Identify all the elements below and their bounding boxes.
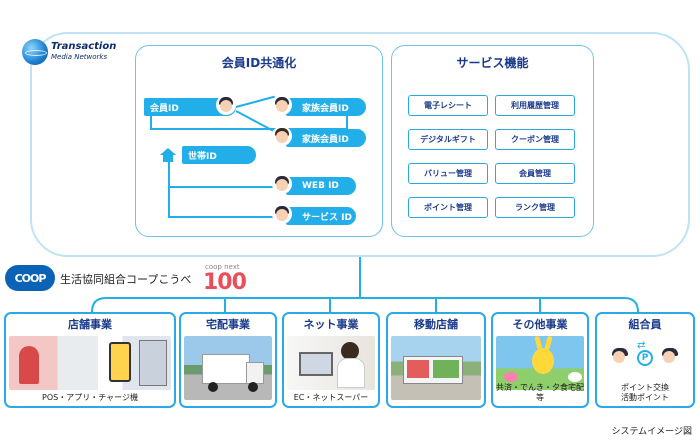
business-title: 組合員 (628, 318, 662, 331)
web-avatar (272, 174, 292, 194)
family-avatar-1 (272, 95, 292, 115)
service-id-pill: サービス ID (286, 207, 356, 225)
business-title: 宅配事業 (206, 318, 250, 331)
mobile-store-photo (391, 336, 481, 400)
globe-icon (22, 39, 48, 65)
business-caption: 共済・でんき・夕食宅配等 (496, 383, 584, 402)
business-title: 店舗事業 (68, 318, 112, 331)
business-store: 店舗事業 POS・アプリ・チャージ機 (4, 312, 176, 408)
business-other: その他事業 共済・でんき・夕食宅配等 (491, 312, 589, 408)
member-id-pill: 会員ID (144, 98, 236, 116)
member-avatar (216, 95, 236, 115)
service-item: ポイント管理 (408, 197, 488, 218)
family-avatar-2 (272, 126, 292, 146)
service-item: バリュー管理 (408, 163, 488, 184)
member-id-label: 会員ID (150, 103, 179, 114)
member-caption-1: ポイント交換 (621, 383, 669, 392)
service-item: クーポン管理 (495, 129, 575, 150)
online-shopping-photo (287, 336, 375, 390)
business-delivery: 宅配事業 (179, 312, 277, 408)
business-members: 組合員 ⇄ P ポイント交換 活動ポイント (595, 312, 695, 408)
member-avatar-right (659, 346, 681, 368)
service-item: デジタルギフト (408, 129, 488, 150)
coop-next-small: coop next (205, 263, 240, 271)
business-caption: EC・ネットスーパー (293, 393, 369, 402)
coop-next-100: 100 (203, 270, 247, 295)
service-item: 利用履歴管理 (495, 95, 575, 116)
service-item: 会員管理 (495, 163, 575, 184)
service-panel: サービス機能 電子レシート 利用履歴管理 デジタルギフト クーポン管理 バリュー… (391, 45, 594, 237)
member-caption-2: 活動ポイント (621, 393, 669, 402)
business-mobile-store: 移動店舗 (386, 312, 486, 408)
delivery-truck-photo (184, 336, 272, 400)
service-item: 電子レシート (408, 95, 488, 116)
other-business-illustration (496, 335, 584, 390)
business-title: 移動店舗 (414, 318, 458, 331)
exchange-arrows-icon: ⇄ (637, 340, 646, 351)
business-online: ネット事業 EC・ネットスーパー (282, 312, 380, 408)
service-id-label: サービス ID (302, 212, 352, 223)
family-id-pill-2: 家族会員ID (286, 129, 366, 147)
member-id-panel: 会員ID共通化 会員ID 家族会員ID 家族会員ID 世帯ID WEB ID サ… (135, 45, 383, 237)
household-id-pill: 世帯ID (182, 146, 256, 164)
service-panel-title: サービス機能 (456, 56, 529, 70)
store-photo (9, 336, 171, 390)
logo-line-1: Transaction (51, 41, 117, 52)
point-coin-icon: P (637, 350, 653, 366)
service-item: ランク管理 (495, 197, 575, 218)
family-id-label-1: 家族会員ID (302, 103, 349, 114)
service-avatar (272, 204, 292, 224)
family-id-pill-1: 家族会員ID (286, 98, 366, 116)
coop-logo: COOP (5, 265, 55, 291)
house-icon (160, 148, 176, 162)
business-title: ネット事業 (303, 318, 359, 331)
web-id-pill: WEB ID (286, 177, 356, 195)
member-id-panel-title: 会員ID共通化 (221, 56, 297, 70)
member-avatar-left (609, 346, 631, 368)
business-title: その他事業 (512, 318, 568, 331)
transaction-media-networks-logo: Transaction Media Networks (22, 32, 130, 72)
family-id-label-2: 家族会員ID (302, 134, 349, 145)
logo-line-2: Media Networks (51, 53, 108, 61)
coop-name: 生活協同組合コープこうべ (60, 273, 192, 286)
household-id-label: 世帯ID (188, 151, 217, 162)
business-caption: POS・アプリ・チャージ機 (42, 393, 138, 402)
web-id-label: WEB ID (302, 181, 339, 191)
figure-caption: システムイメージ図 (611, 427, 692, 437)
